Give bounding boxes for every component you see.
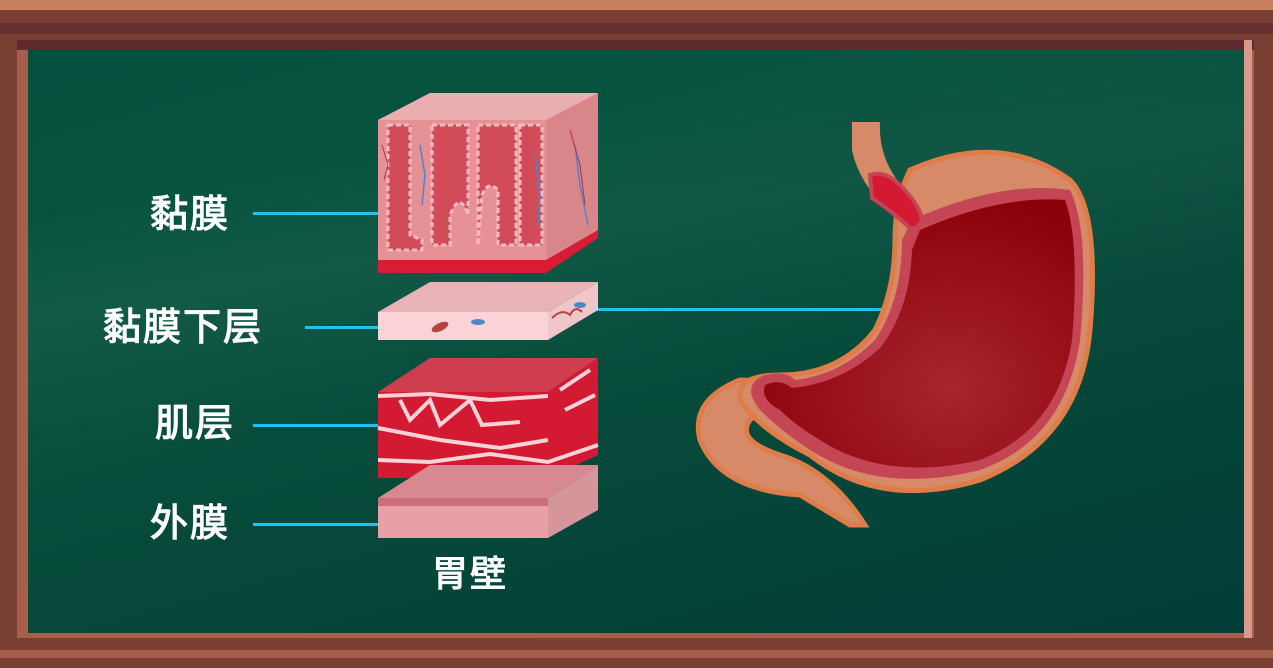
leader-line-mucosa: [253, 212, 403, 215]
mucosa-block-illustration: [378, 93, 598, 273]
leader-line-serosa: [253, 523, 403, 526]
label-mucosa: 黏膜: [150, 192, 231, 236]
leader-line-stomach: [593, 308, 903, 311]
frame-top-band: [0, 10, 1273, 23]
muscularis-block-illustration: [377, 358, 599, 478]
board-bevel-top: [17, 40, 1254, 50]
leader-line-submucosa: [305, 326, 400, 329]
frame-top-band-dark: [0, 23, 1273, 34]
stomach-illustration: [695, 122, 1095, 528]
label-muscularis: 肌层: [155, 401, 236, 445]
stomach-wall-title: 胃壁: [432, 554, 509, 595]
label-serosa: 外膜: [150, 501, 231, 545]
board-bevel-right: [1244, 40, 1252, 638]
leader-line-muscularis: [253, 424, 403, 427]
frame-top-edge: [0, 0, 1273, 10]
label-submucosa: 黏膜下层: [103, 305, 264, 349]
submucosa-block-illustration: [378, 282, 598, 340]
serosa-block-illustration: [378, 465, 598, 538]
frame-bottom-ledge: [0, 650, 1273, 658]
